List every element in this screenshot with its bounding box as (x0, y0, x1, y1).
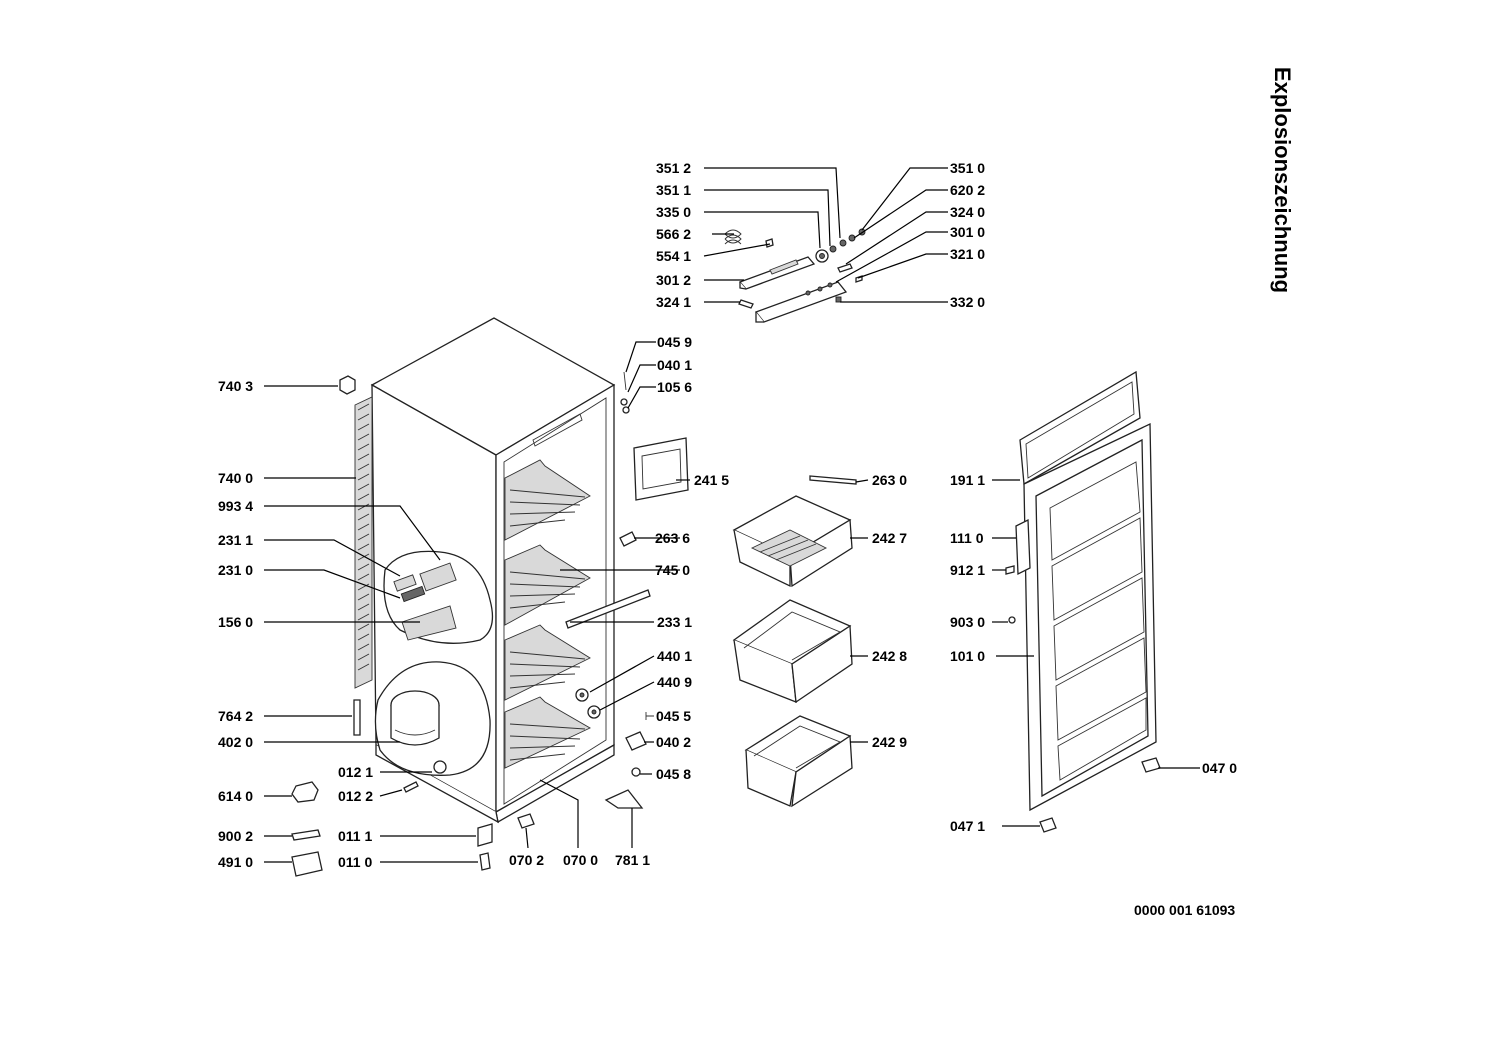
part-label: 047 0 (1202, 760, 1237, 776)
leader-lines (264, 167, 1200, 863)
part-label: 554 1 (656, 248, 691, 264)
part-label: 332 0 (950, 294, 985, 310)
part-label: 903 0 (950, 614, 985, 630)
part-label: 040 2 (656, 734, 691, 750)
part-label: 912 1 (950, 562, 985, 578)
part-label: 242 7 (872, 530, 907, 546)
part-label: 241 5 (694, 472, 729, 488)
part-label: 566 2 (656, 226, 691, 242)
part-label: 045 8 (656, 766, 691, 782)
part-label: 012 1 (338, 764, 373, 780)
part-label: 233 1 (657, 614, 692, 630)
part-label: 745 0 (655, 562, 690, 578)
shelf-grilles (504, 459, 591, 769)
part-label: 070 2 (509, 852, 544, 868)
part-label: 011 1 (338, 828, 372, 844)
part-label: 740 0 (218, 470, 253, 486)
part-label: 440 9 (657, 674, 692, 690)
part-label: 351 2 (656, 160, 691, 176)
part-label: 156 0 (218, 614, 253, 630)
drawer-baskets (732, 475, 857, 808)
part-label: 231 1 (218, 532, 253, 548)
part-label: 301 2 (656, 272, 691, 288)
freezer-door (1005, 370, 1161, 833)
part-label: 101 0 (950, 648, 985, 664)
part-label: 011 0 (338, 854, 372, 870)
part-label: 440 1 (657, 648, 692, 664)
part-label: 324 0 (950, 204, 985, 220)
part-label: 231 0 (218, 562, 253, 578)
part-label: 263 6 (655, 530, 690, 546)
part-label: 047 1 (950, 818, 985, 834)
part-label: 351 0 (950, 160, 985, 176)
part-label: 012 2 (338, 788, 373, 804)
part-label: 335 0 (656, 204, 691, 220)
part-label: 040 1 (657, 357, 692, 373)
part-label: 764 2 (218, 708, 253, 724)
part-label: 105 6 (657, 379, 692, 395)
part-labels: 351 2 351 1 335 0 566 2 554 1 301 2 324 … (218, 160, 1237, 870)
part-label: 321 0 (950, 246, 985, 262)
part-label: 242 9 (872, 734, 907, 750)
part-label: 491 0 (218, 854, 253, 870)
document-number: 0000 001 61093 (1134, 902, 1236, 918)
part-label: 402 0 (218, 734, 253, 750)
part-label: 301 0 (950, 224, 985, 240)
part-label: 191 1 (950, 472, 985, 488)
part-label: 070 0 (563, 852, 598, 868)
part-label: 351 1 (656, 182, 691, 198)
control-panel-assembly (724, 228, 866, 323)
part-label: 242 8 (872, 648, 907, 664)
part-label: 045 5 (656, 708, 691, 724)
part-label: 324 1 (656, 294, 691, 310)
part-label: 045 9 (657, 334, 692, 350)
part-label: 614 0 (218, 788, 253, 804)
freezer-cabinet (354, 317, 616, 824)
part-label: 111 0 (950, 530, 984, 546)
part-label: 263 0 (872, 472, 907, 488)
part-label: 740 3 (218, 378, 253, 394)
part-label: 993 4 (218, 498, 253, 514)
part-label: 781 1 (615, 852, 650, 868)
part-label: 900 2 (218, 828, 253, 844)
part-label: 620 2 (950, 182, 985, 198)
cabinet-small-parts (291, 371, 689, 877)
